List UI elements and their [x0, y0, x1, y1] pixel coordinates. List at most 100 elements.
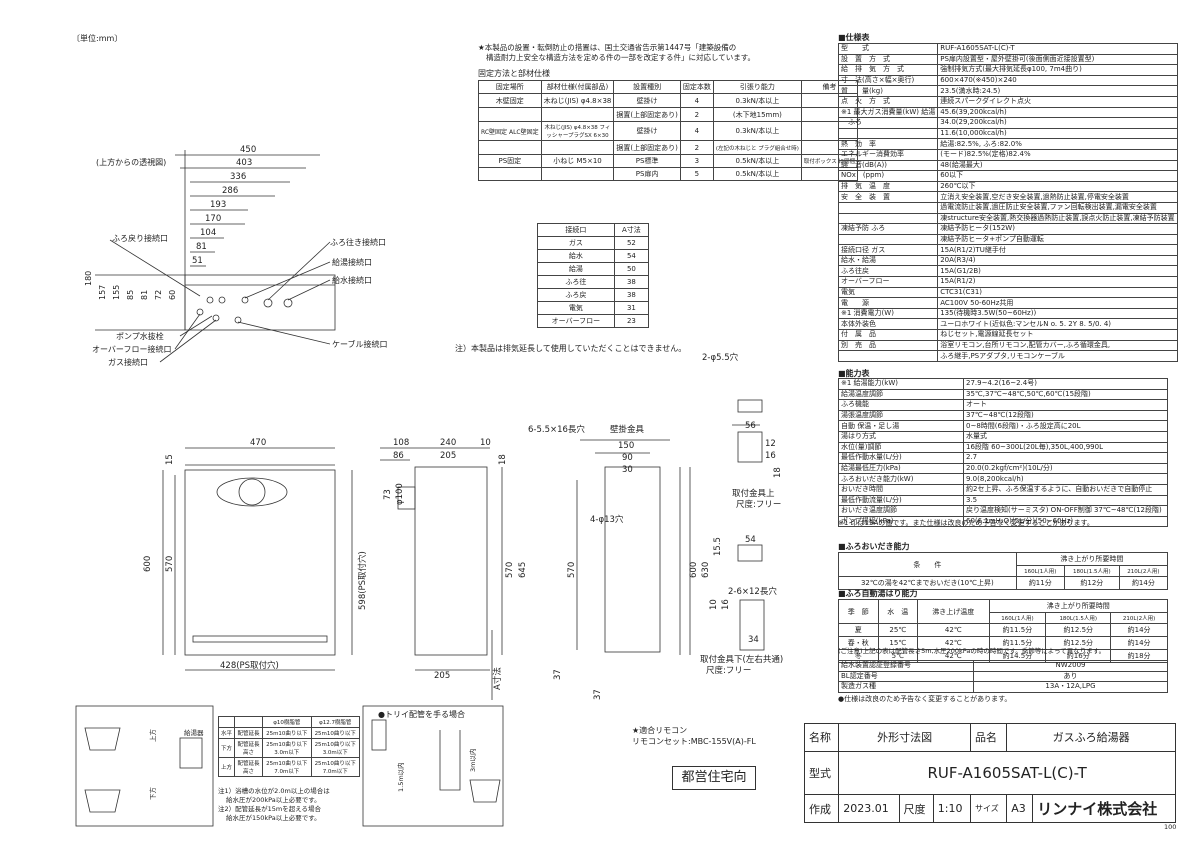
label-gas: ガス接続口 — [108, 358, 148, 367]
tb-model-label: 型式 — [803, 750, 840, 796]
cert-key: 製造ガス種 — [838, 681, 974, 693]
spec-row: 給湯最低圧力(kPa)20.0(0.2kgf/cm²)(10L/分) — [838, 462, 1168, 475]
spec-row: 凍structure安全装置,熱交換器過熱防止装置,誤点火防止装置,凍結予防装置 — [837, 212, 1178, 225]
fix-note-1: ★本製品の設置・転倒防止の措置は、国土交通省告示第1447号「建築設備の — [478, 43, 737, 52]
tr-cell: 25m10曲り以下 3.0m以下 — [310, 738, 360, 758]
footnote-2: ●仕様は改良のため予告なく変更することがあります。 — [838, 695, 1012, 703]
label-cable: ケーブル接続口 — [332, 340, 388, 349]
spec-key: ふろ往戻 — [837, 265, 939, 278]
reheat-table: 条 件沸き上がり所要時間 160L(1人用)180L(1.5人用)210L(2人… — [838, 552, 1169, 590]
exhaust-note: 注）本製品は排気延長して使用していただくことはできません。 — [455, 344, 687, 353]
spec-row: 給 排 気 方 式強制排気方式(最大排気延長φ100, 7m4曲り) — [837, 64, 1178, 76]
vdim-85: 85 — [126, 289, 135, 300]
auto-cell: 25℃ — [877, 623, 919, 637]
label-pump-drain: ポンプ水抜栓 — [116, 332, 164, 341]
spec-value: 約2セ上昇、ふろ保温するように、自動おいだきで自動停止 — [963, 483, 1168, 496]
front-h2: 570 — [165, 556, 175, 572]
spec-key: NOx (ppm) — [837, 170, 939, 182]
vdim-157: 157 — [98, 284, 107, 300]
toriyi-note-4: 給水圧が150kPa以上必要です。 — [226, 814, 321, 822]
spec-key: 凍結予防 ふろ — [837, 223, 939, 235]
auto-cell: 約14分 — [1110, 636, 1168, 650]
tr-cell: 25m10曲り以下 7.0m以下 — [310, 757, 360, 777]
conn-cell: 54 — [613, 249, 650, 263]
spec-key: 給湯温度調節 — [838, 388, 964, 401]
spec-row: 質 量(kg)23.5(満水時:24.5) — [837, 85, 1178, 97]
label-furo-go: ふろ往き接続口 — [330, 238, 386, 247]
spec-value: ふろ継手,PSアダプタ,リモコンケーブル — [937, 350, 1178, 362]
spec-value: 過電流防止装置,過圧防止安全装置,ファン回転検出装置,漏電安全装置 — [937, 201, 1178, 214]
toriyi-note-1: 注1）浴槽の水位が2.0m以上の場合は — [218, 787, 330, 795]
side-d6: 73 — [383, 489, 393, 500]
spec-value: 戻り温度検知(サーミスタ) ON-OFF制御 37℃~48℃(12段階) — [963, 505, 1168, 517]
toriyi-title: ●トリイ配管を手る場合 — [378, 710, 465, 719]
spec-key: 点 火 方 式 — [837, 95, 939, 108]
reheat-cond: 条 件 — [838, 552, 1017, 577]
cert-val: あり — [973, 670, 1168, 683]
tr-cell: 上方 — [217, 757, 236, 777]
dim-403: 403 — [236, 158, 252, 168]
tr-cell: 水平 — [217, 727, 236, 739]
spec-row: 寸 法(高さ×幅×奥行)600×470(※450)×240 — [837, 74, 1178, 87]
remote-title: ★適合リモコン — [632, 726, 688, 735]
spec-value: 20.0(0.2kgf/cm²)(10L/分) — [963, 462, 1168, 475]
tb-date-label: 作成 — [803, 794, 840, 823]
side-h1: 570 — [505, 562, 515, 578]
auto-h: 沸き上がり所要時間 — [988, 599, 1169, 613]
spec-value: 給湯:82.5%, ふろ:82.0% — [937, 138, 1178, 150]
tb-size-val: A3 — [1006, 794, 1034, 823]
spec-row: ※1 給湯能力(kW)27.9~4.2(16~2.4号) — [838, 378, 1168, 390]
auto-col: 180L(1.5人用) — [1045, 612, 1112, 624]
side-h3: 600 — [689, 562, 699, 578]
tb-prod-label: 品名 — [970, 723, 1008, 752]
vdim-155: 155 — [112, 284, 121, 300]
fit-top-d5: 18 — [773, 467, 783, 478]
spec-value: 35℃,37℃~48℃,50℃,60℃(15段階) — [963, 388, 1168, 401]
title-block: 名称 外形寸法図 品名 ガスふろ給湯器 型式 RUF-A1605SAT-L(C)… — [803, 723, 1176, 823]
spec-value: 凍結予防ヒータ(152W) — [937, 223, 1178, 235]
toriyi-note-2: 給水圧が200kPa以上必要です。 — [226, 796, 321, 804]
tb-scale-label: 尺度 — [898, 794, 934, 823]
tr-cell: 配管延長 高さ — [234, 757, 264, 777]
label-hot-water: 給湯接続口 — [332, 258, 372, 267]
vdim-72: 72 — [154, 289, 163, 300]
side-a: A寸法 — [492, 667, 503, 690]
spec-key: 別 売 品 — [837, 339, 939, 352]
spec-key: 給湯最低圧力(kPa) — [838, 462, 964, 475]
spec-row: 安 全 装 置立消え安全装置,空だき安全装置,過熱防止装置,停電安全装置 — [837, 191, 1178, 203]
bracket-d2: 90 — [622, 453, 633, 463]
bracket-d5: 4-φ13穴 — [590, 514, 624, 525]
cert-key: 給水装置認証登録番号 — [838, 660, 974, 672]
bracket-b: 37 — [593, 689, 603, 700]
page-number: 100 — [1164, 823, 1177, 831]
tr-cell: 配管延長 — [234, 727, 264, 739]
auto-cell: 約14分 — [1110, 623, 1168, 637]
stamp: 都営住宅向 — [672, 766, 756, 790]
spec-key — [837, 201, 939, 214]
reheat-col: 210L(2人用) — [1118, 565, 1169, 577]
fit-top-d1: 2-φ5.5穴 — [702, 352, 739, 363]
toriyi-boiler: 給湯器 — [184, 729, 204, 737]
tr-cell: 下方 — [217, 738, 236, 758]
side-d7: φ100 — [395, 483, 405, 505]
spec-key: 電 源 — [837, 297, 939, 309]
auto-col: 160L(1人用) — [988, 612, 1047, 624]
auto-col: 210L(2人用) — [1110, 612, 1168, 624]
spec-value: 凍structure安全装置,熱交換器過熱防止装置,誤点火防止装置,凍結予防装置 — [937, 212, 1178, 225]
reheat-title: ■ふろおいだき能力 — [838, 542, 910, 551]
spec-row: ふろ継手,PSアダプタ,リモコンケーブル — [837, 350, 1178, 362]
vdim-60: 60 — [168, 289, 177, 300]
tr-cell: 25m10曲り以下 7.0m以下 — [262, 757, 312, 777]
auto-cell: 約12.5分 — [1045, 623, 1112, 637]
spec-value: 連続スパークダイレクト点火 — [937, 95, 1178, 108]
spec-value: 2.7 — [963, 452, 1168, 464]
fit-top-title: 取付金具上 — [732, 488, 775, 499]
remote-set: リモコンセット:MBC-155V(A)-FL — [632, 737, 756, 746]
tb-company: リンナイ株式会社 — [1032, 794, 1176, 823]
spec-key: エネルギー消費効率 — [837, 148, 939, 161]
